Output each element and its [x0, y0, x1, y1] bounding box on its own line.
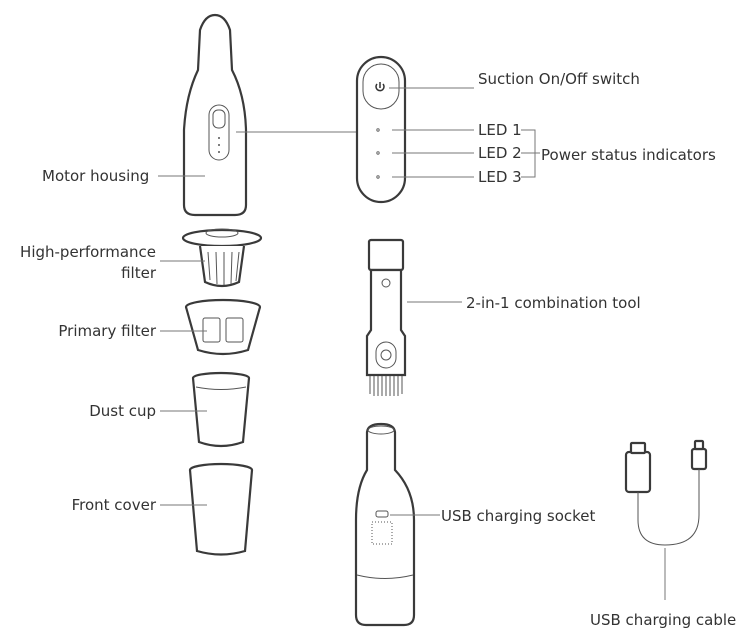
power-icon [375, 82, 385, 92]
motor-housing [182, 13, 248, 217]
led-bracket [521, 129, 540, 178]
dust-cup [191, 371, 251, 448]
label-power-status: Power status indicators [541, 146, 716, 164]
high-performance-filter [181, 228, 263, 288]
vacuum-side-view [354, 422, 416, 627]
label-motor-housing: Motor housing [42, 167, 149, 185]
label-hp-filter-1: High-performance [20, 243, 156, 261]
primary-filter [184, 298, 262, 356]
label-suction-switch: Suction On/Off switch [478, 70, 640, 88]
label-usb-socket: USB charging socket [441, 507, 596, 525]
label-front-cover: Front cover [72, 496, 157, 514]
label-led2: LED 2 [478, 144, 522, 162]
front-cover [188, 462, 254, 556]
label-combination-tool: 2-in-1 combination tool [466, 294, 641, 312]
usb-cable [624, 439, 708, 546]
combination-tool [365, 238, 407, 396]
label-led3: LED 3 [478, 168, 522, 186]
label-led1: LED 1 [478, 121, 522, 139]
label-primary-filter: Primary filter [58, 322, 156, 340]
label-dust-cup: Dust cup [89, 402, 156, 420]
label-usb-cable: USB charging cable [590, 611, 736, 629]
label-hp-filter-2: filter [121, 264, 157, 282]
